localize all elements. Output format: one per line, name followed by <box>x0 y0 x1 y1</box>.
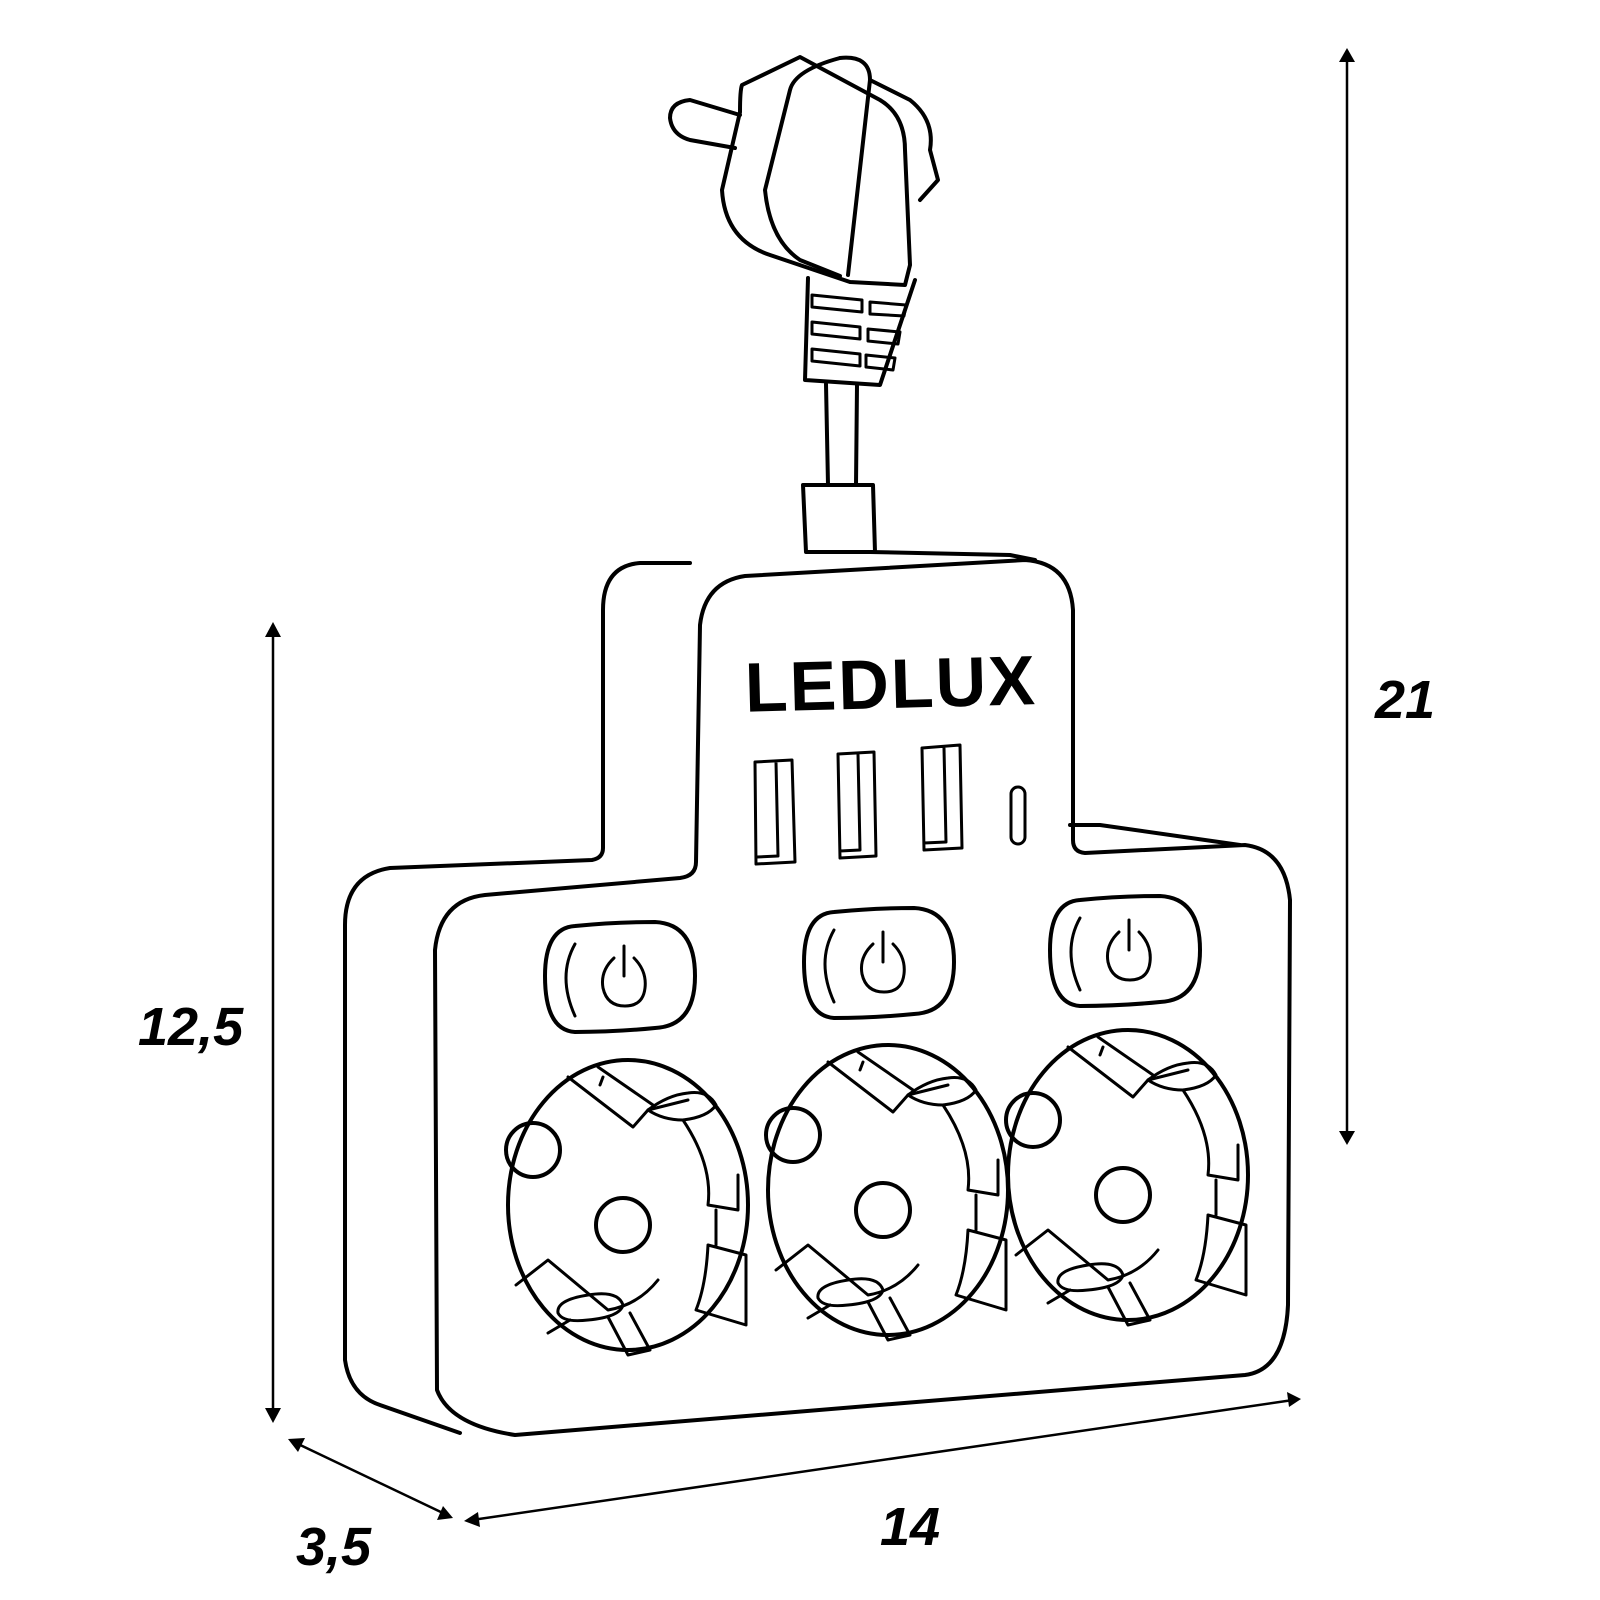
arrow-right-icon <box>437 1506 453 1520</box>
dimension-height-total: 21 <box>1339 48 1435 1145</box>
plug <box>668 55 940 387</box>
arrow-left-icon <box>464 1512 480 1527</box>
plug-grip-ridges <box>810 293 908 372</box>
dimension-height-body: 12,5 <box>138 622 281 1423</box>
schuko-socket-middle[interactable] <box>764 1043 1010 1342</box>
arrow-down-icon <box>265 1408 281 1423</box>
strip-body: LEDLUX <box>343 550 1292 1437</box>
body-front-outline <box>433 558 1292 1437</box>
body-back-outline <box>343 561 692 1435</box>
power-switch-right[interactable] <box>1048 894 1202 1008</box>
schuko-socket-left[interactable] <box>504 1058 750 1357</box>
schuko-socket-right[interactable] <box>1004 1028 1250 1327</box>
power-switch-middle[interactable] <box>802 906 956 1020</box>
arrow-up-icon <box>265 622 281 637</box>
dimension-label-width: 14 <box>880 1497 940 1557</box>
arrow-up-icon <box>1339 48 1355 62</box>
body-right-step-top <box>1068 823 1242 847</box>
cable <box>801 382 877 554</box>
plug-head-outer <box>720 55 912 287</box>
body-top-edge <box>868 550 1037 562</box>
arrow-right-icon <box>1287 1392 1301 1407</box>
plug-head-front <box>763 55 940 278</box>
dimension-label-height-body: 12,5 <box>138 997 244 1057</box>
usb-c-port[interactable] <box>1009 785 1027 846</box>
brand-logo: LEDLUX <box>744 641 1038 727</box>
usb-a-port[interactable] <box>753 758 797 866</box>
power-switch-left[interactable] <box>543 920 697 1034</box>
arrow-down-icon <box>1339 1131 1355 1145</box>
arrow-left-icon <box>288 1438 305 1452</box>
usb-a-port[interactable] <box>920 743 964 852</box>
dimension-label-depth: 3,5 <box>296 1517 372 1577</box>
cable-boot <box>801 483 877 554</box>
dimension-width: 14 <box>464 1392 1301 1557</box>
usb-a-port[interactable] <box>836 750 878 860</box>
dimension-label-height-total: 21 <box>1374 670 1435 730</box>
dimension-depth: 3,5 <box>288 1438 453 1577</box>
plug-pin <box>668 98 742 150</box>
